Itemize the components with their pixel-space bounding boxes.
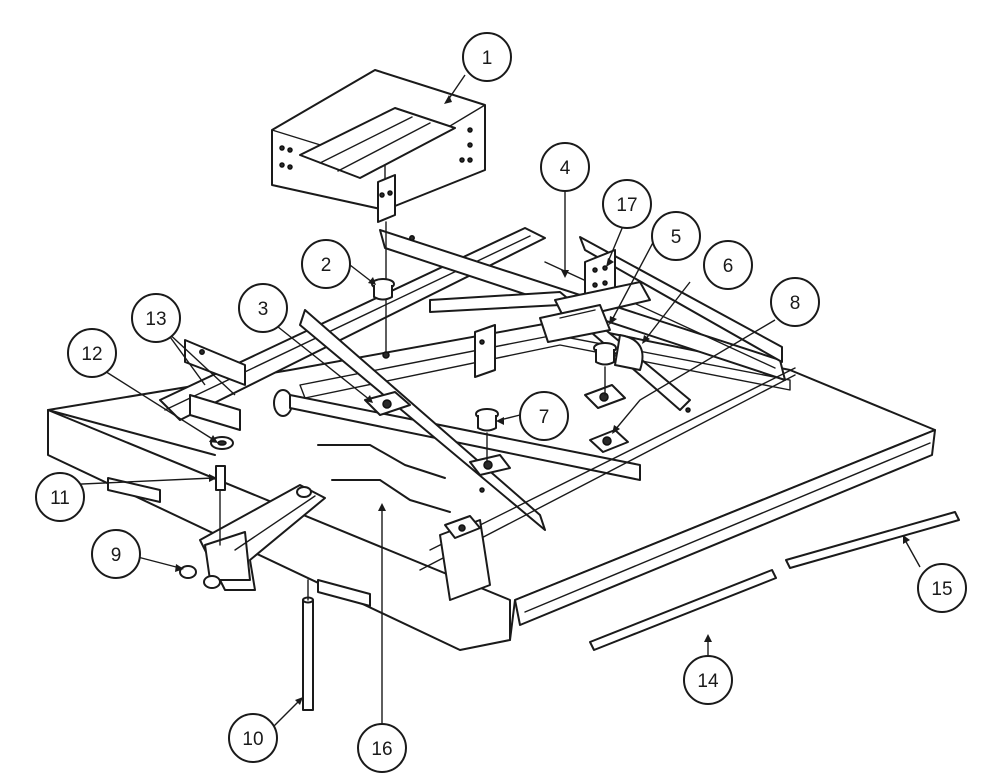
- callout-3: 3: [238, 283, 288, 333]
- callout-6: 6: [703, 240, 753, 290]
- leader-lines: [59, 74, 921, 731]
- callout-2: 2: [301, 239, 351, 289]
- callout-label: 8: [790, 293, 801, 314]
- bushing-6: [593, 342, 617, 396]
- callout-12: 12: [67, 328, 117, 378]
- callout-label: 5: [671, 227, 682, 248]
- callout-label: 9: [111, 545, 122, 566]
- callout-label: 4: [560, 158, 571, 179]
- callout-label: 15: [931, 579, 952, 600]
- callout-9: 9: [91, 529, 141, 579]
- callout-1: 1: [462, 32, 512, 82]
- callout-14: 14: [683, 655, 733, 705]
- callout-11: 11: [35, 472, 85, 522]
- callout-label: 11: [50, 488, 70, 509]
- callout-label: 10: [242, 729, 263, 750]
- callout-13: 13: [131, 293, 181, 343]
- pin-10: [302, 579, 314, 711]
- callout-label: 3: [258, 299, 269, 320]
- callout-5: 5: [651, 211, 701, 261]
- bushing-2: [371, 278, 395, 301]
- callout-label: 7: [539, 407, 550, 428]
- callout-label: 2: [321, 255, 332, 276]
- washer-12: [210, 436, 234, 450]
- callout-16: 16: [357, 723, 407, 773]
- carrier-bracket: [271, 69, 486, 359]
- wire-rods-16: [317, 444, 451, 513]
- bushing-7: [475, 408, 499, 463]
- callout-7: 7: [519, 391, 569, 441]
- callout-17: 17: [602, 179, 652, 229]
- callout-15: 15: [917, 563, 967, 613]
- callout-8: 8: [770, 277, 820, 327]
- callout-label: 1: [482, 48, 493, 69]
- pin-11: [215, 465, 226, 546]
- callout-label: 12: [81, 344, 102, 365]
- callout-label: 6: [723, 256, 734, 277]
- rod-15: [785, 511, 960, 569]
- rod-14: [589, 569, 777, 651]
- hitch-arm: [179, 484, 326, 591]
- callout-label: 17: [616, 195, 637, 216]
- callout-4: 4: [540, 142, 590, 192]
- callout-label: 16: [371, 739, 392, 760]
- callout-10: 10: [228, 713, 278, 763]
- callout-label: 13: [145, 309, 166, 330]
- callout-label: 14: [697, 671, 719, 692]
